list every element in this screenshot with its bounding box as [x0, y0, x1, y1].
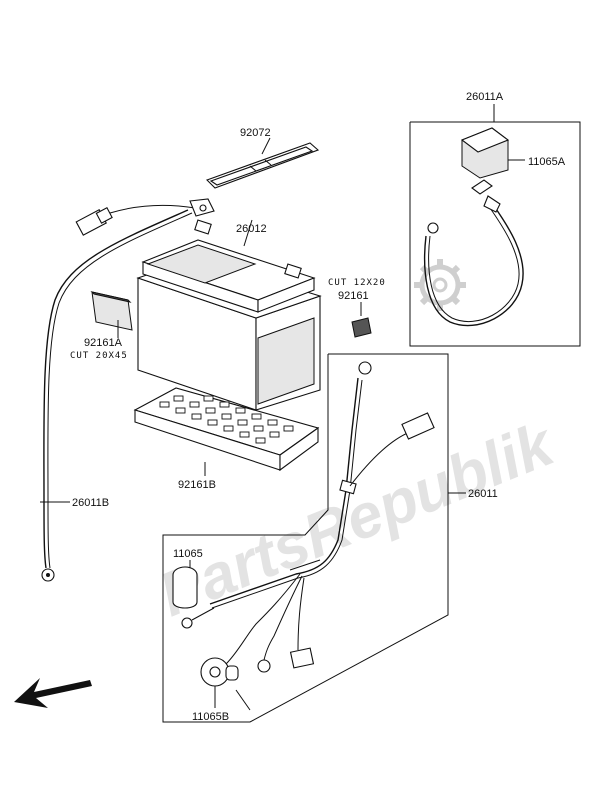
box-26011 — [162, 353, 449, 723]
label-92161-cut: CUT 12X20 — [328, 278, 386, 288]
pad-92161a — [90, 291, 133, 338]
pad-92161 — [351, 302, 372, 338]
cable-set-26011a — [423, 104, 525, 327]
label-92161: 92161 — [338, 290, 369, 302]
label-92161b: 92161B — [178, 479, 216, 491]
harness-26011 — [181, 361, 435, 711]
label-26011b: 26011B — [72, 497, 109, 509]
label-11065b: 11065B — [192, 711, 229, 723]
label-26011: 26011 — [468, 488, 498, 500]
label-26011a: 26011A — [466, 91, 504, 103]
gear-icon — [414, 259, 466, 311]
label-11065: 11065 — [173, 548, 203, 560]
frame-boxes — [162, 121, 581, 723]
cap-11065 — [172, 560, 198, 609]
label-92161a-cut: CUT 20X45 — [70, 351, 128, 361]
box-26011a — [409, 121, 581, 347]
strap-92072 — [205, 137, 320, 189]
part-labels: 92072 26012 92161A CUT 20X45 CUT 12X20 9… — [70, 91, 566, 723]
label-11065a: 11065A — [528, 156, 566, 168]
front-arrow-icon — [14, 678, 92, 708]
tray-92161b — [133, 387, 320, 476]
label-92072: 92072 — [240, 127, 271, 139]
label-26012: 26012 — [236, 223, 267, 235]
cap-11065b — [200, 657, 239, 708]
leader-lines — [40, 492, 466, 503]
label-92161a: 92161A — [84, 337, 123, 349]
battery-26012 — [136, 219, 322, 411]
